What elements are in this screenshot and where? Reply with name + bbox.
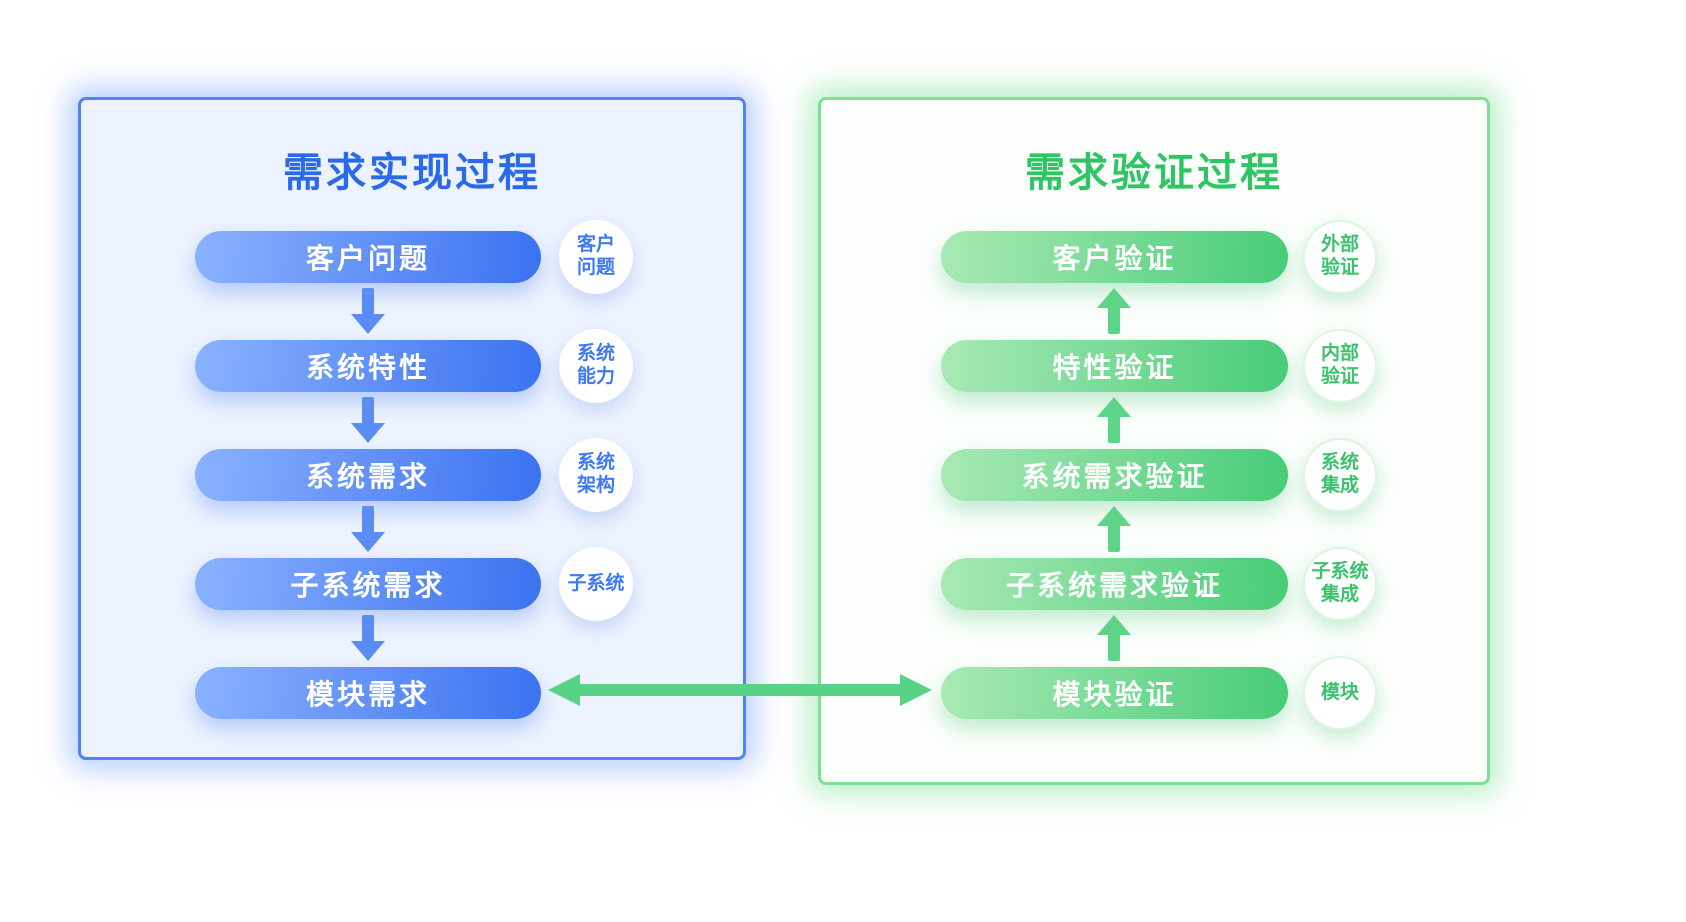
badge-line-1: 系统 xyxy=(576,452,615,474)
badge-system-integration: 系统 集成 xyxy=(1303,438,1377,512)
up-arrow-icon xyxy=(1097,506,1131,552)
pill-customer-verification: 客户验证 xyxy=(941,231,1288,283)
implementation-panel: 需求实现过程 客户问题 客户 问题 系统特性 系统 能力 系统需求 系统 架构 … xyxy=(78,97,746,760)
implementation-process-title: 需求实现过程 xyxy=(283,151,541,195)
badge-module: 模块 xyxy=(1303,656,1377,730)
up-arrow-icon xyxy=(1097,288,1131,334)
down-arrow-icon xyxy=(351,288,385,334)
pill-module-verification: 模块验证 xyxy=(941,667,1288,719)
badge-line-1: 系统 xyxy=(1320,452,1359,474)
arrow-shaft xyxy=(362,288,374,316)
badge-line-1: 外部 xyxy=(1320,234,1359,256)
badge-line-2: 验证 xyxy=(1320,366,1359,387)
pill-subsystem-requirements-verification: 子系统需求验证 xyxy=(941,558,1288,610)
arrow-shaft xyxy=(362,397,374,425)
pill-subsystem-requirements: 子系统需求 xyxy=(195,558,541,610)
badge-line-2: 问题 xyxy=(576,257,615,278)
badge-customer-problem: 客户 问题 xyxy=(559,220,633,294)
badge-line-1: 客户 xyxy=(576,234,615,256)
arrow-shaft xyxy=(1108,306,1120,334)
badge-line-1: 子系统 xyxy=(567,572,625,594)
down-arrow-icon xyxy=(351,506,385,552)
badge-internal-verification: 内部 验证 xyxy=(1303,329,1377,403)
arrow-shaft xyxy=(1108,524,1120,552)
badge-line-1: 内部 xyxy=(1320,343,1359,365)
badge-line-1: 子系统 xyxy=(1311,561,1369,583)
up-arrow-icon xyxy=(1097,615,1131,661)
badge-line-2: 验证 xyxy=(1320,257,1359,278)
badge-line-2: 架构 xyxy=(576,475,615,496)
verification-panel: 需求验证过程 客户验证 外部 验证 特性验证 内部 验证 系统需求验证 系统 集… xyxy=(818,97,1490,785)
badge-line-2: 能力 xyxy=(576,366,615,387)
arrow-shaft xyxy=(1108,415,1120,443)
badge-line-2: 集成 xyxy=(1320,584,1359,605)
bidirectional-arrow-icon xyxy=(548,674,932,706)
down-arrow-icon xyxy=(351,615,385,661)
pill-module-requirements: 模块需求 xyxy=(195,667,541,719)
badge-line-2: 集成 xyxy=(1320,475,1359,496)
badge-subsystem-integration: 子系统 集成 xyxy=(1303,547,1377,621)
badge-system-architecture: 系统 架构 xyxy=(559,438,633,512)
arrow-shaft xyxy=(1108,633,1120,661)
arrow-shaft xyxy=(362,506,374,534)
pill-feature-verification: 特性验证 xyxy=(941,340,1288,392)
down-arrow-icon xyxy=(351,397,385,443)
badge-line-1: 系统 xyxy=(576,343,615,365)
badge-system-capability: 系统 能力 xyxy=(559,329,633,403)
up-arrow-icon xyxy=(1097,397,1131,443)
badge-external-verification: 外部 验证 xyxy=(1303,220,1377,294)
pill-system-requirements-verification: 系统需求验证 xyxy=(941,449,1288,501)
verification-process-title: 需求验证过程 xyxy=(1025,151,1283,195)
arrow-shaft xyxy=(362,615,374,643)
pill-customer-problem: 客户问题 xyxy=(195,231,541,283)
badge-line-1: 模块 xyxy=(1320,681,1359,703)
pill-system-requirements: 系统需求 xyxy=(195,449,541,501)
badge-subsystem: 子系统 xyxy=(559,547,633,621)
pill-system-features: 系统特性 xyxy=(195,340,541,392)
